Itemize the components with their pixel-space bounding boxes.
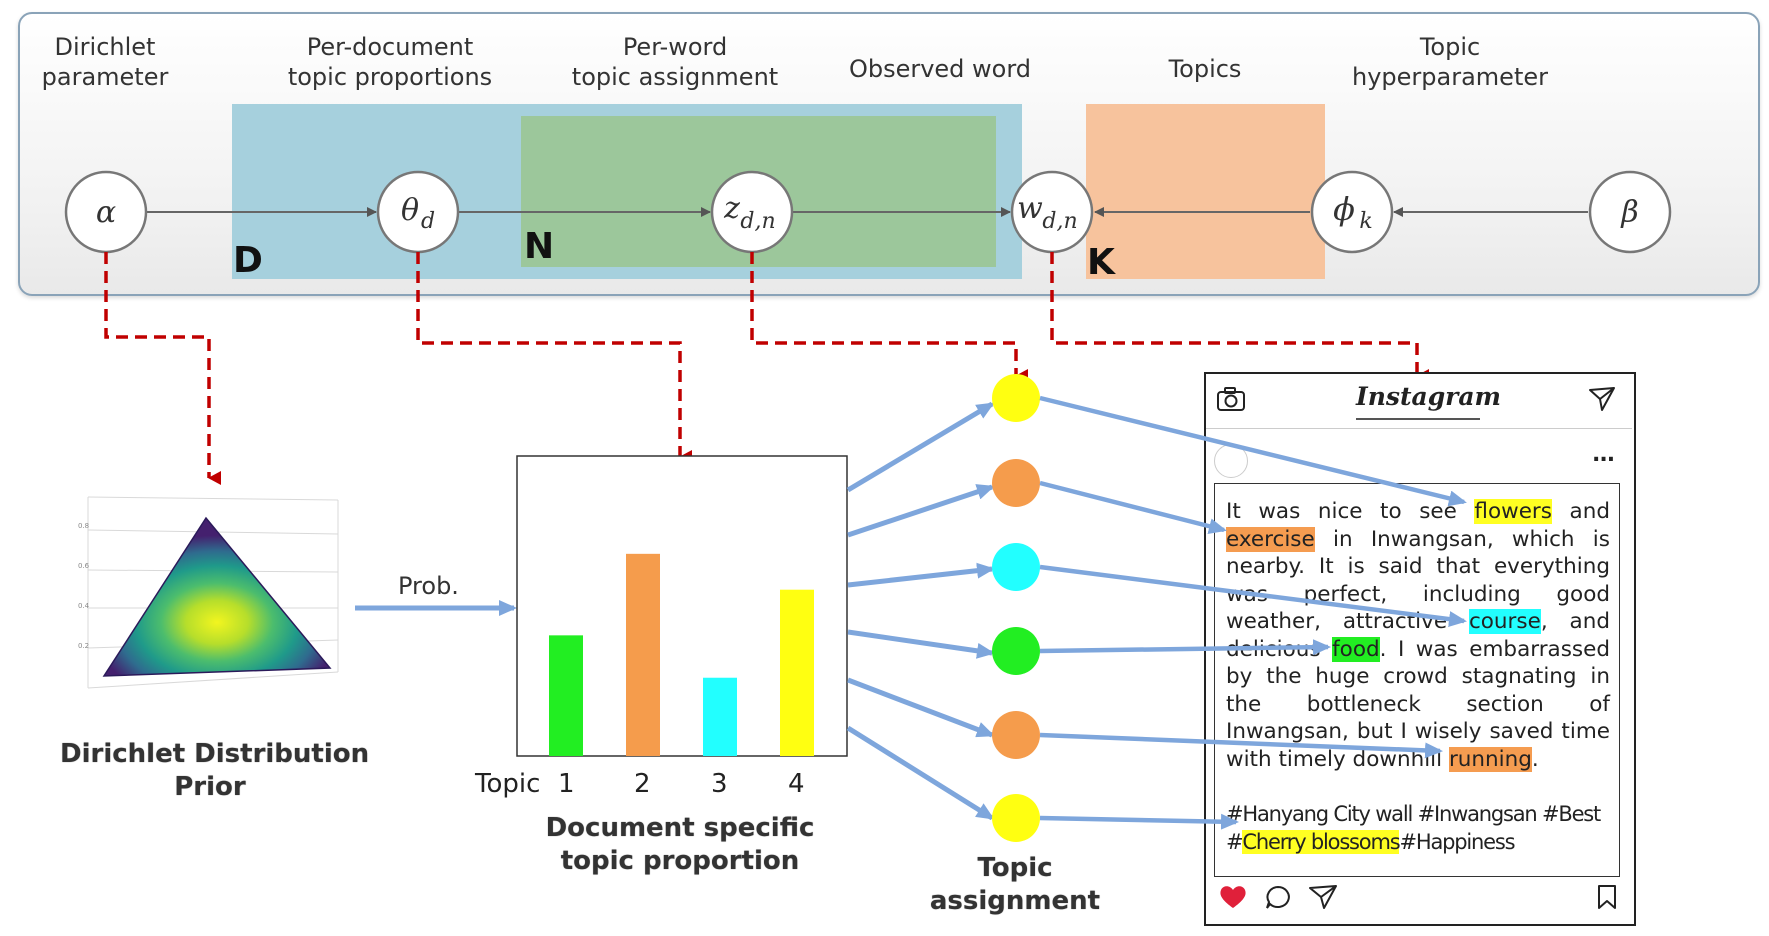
- bar-topic-3: [703, 677, 737, 756]
- header-topic-hyper-line2: hyperparameter: [1352, 63, 1548, 91]
- svg-text:α: α: [96, 195, 116, 230]
- chart-caption: Document specific topic proportion: [530, 812, 830, 878]
- prob-label: Prob.: [398, 572, 459, 600]
- post-text-part: and: [1551, 499, 1610, 524]
- dashed-link-theta-chart: [416, 252, 692, 464]
- topic-dot: [992, 459, 1040, 507]
- post-hashtags: #Hanyang City wall #Inwangsan #Best #Che…: [1226, 800, 1616, 856]
- svg-text:w: w: [1017, 191, 1043, 226]
- dirichlet-caption: Dirichlet Distribution Prior: [60, 738, 370, 804]
- chart-tick-2: 2: [634, 769, 651, 799]
- dirichlet-caption-line1: Dirichlet Distribution: [60, 739, 370, 769]
- header-topics: Topics: [1168, 55, 1242, 83]
- header-per-document: Per-document topic proportions: [260, 32, 520, 92]
- svg-text:z: z: [723, 191, 740, 226]
- dirichlet-plot: 0.8 0.6 0.4 0.2: [78, 496, 339, 689]
- highlight-food: food: [1332, 636, 1380, 662]
- header-dirichlet-line2: parameter: [41, 63, 169, 91]
- dashed-link-alpha-prior: [104, 252, 221, 485]
- bar-topic-1: [549, 635, 583, 756]
- svg-text:0.2: 0.2: [78, 642, 89, 650]
- highlight-running: running: [1448, 746, 1532, 772]
- highlight-exercise: exercise: [1226, 526, 1315, 552]
- topic-dot: [992, 711, 1040, 759]
- chart-tick-4: 4: [788, 769, 805, 799]
- post-text-part: in Inwangsan, which is nearby. It is sai…: [1226, 526, 1610, 635]
- comment-icon[interactable]: [1264, 884, 1292, 910]
- highlight-flowers: flowers: [1474, 499, 1552, 524]
- topic-assignment-dots: [992, 374, 1040, 842]
- highlight-course: course: [1468, 609, 1541, 634]
- post-text-part: It was nice to see: [1226, 499, 1475, 524]
- plate-k-label: K: [1087, 242, 1115, 283]
- chart-caption-line1: Document specific: [545, 813, 815, 843]
- send-icon[interactable]: [1588, 386, 1616, 412]
- instagram-title-underline: [1356, 418, 1480, 420]
- header-per-word-line1: Per-word: [622, 33, 728, 61]
- svg-text:β: β: [1620, 195, 1638, 230]
- node-beta: β: [1588, 170, 1672, 254]
- plate-k: [1086, 104, 1325, 279]
- topic-dot: [992, 543, 1040, 591]
- node-w: w d,n: [1010, 170, 1094, 254]
- heart-icon[interactable]: [1218, 884, 1248, 910]
- svg-text:0.4: 0.4: [78, 602, 90, 610]
- topic-assignment-caption-line1: Topic: [977, 853, 1053, 883]
- svg-text:d: d: [421, 209, 435, 234]
- post-text-part: .: [1531, 746, 1539, 772]
- dashed-link-w-post: [1050, 252, 1429, 383]
- chart-caption-line2: topic proportion: [560, 846, 800, 876]
- instagram-title: Instagram: [1356, 382, 1501, 411]
- svg-text:0.6: 0.6: [78, 562, 90, 570]
- topic-dot: [992, 627, 1040, 675]
- share-icon[interactable]: [1308, 884, 1338, 910]
- topic-assignment-caption: Topic assignment: [915, 852, 1115, 918]
- svg-text:θ: θ: [401, 193, 419, 228]
- topic-dot: [992, 794, 1040, 842]
- camera-icon[interactable]: [1216, 386, 1246, 412]
- header-topic-hyper-line1: Topic: [1419, 33, 1481, 61]
- plate-n-label: N: [524, 226, 555, 267]
- svg-text:k: k: [1359, 209, 1372, 234]
- post-text-part: . I was embarrassed by the huge crowd st…: [1226, 636, 1610, 772]
- chart-tick-1: 1: [558, 769, 575, 799]
- topic-assignment-caption-line2: assignment: [929, 886, 1101, 916]
- post-text: It was nice to see flowers and exercise …: [1226, 498, 1610, 773]
- header-per-word: Per-word topic assignment: [560, 32, 790, 92]
- topic-proportion-chart: [516, 455, 848, 757]
- svg-text:ϕ: ϕ: [1333, 190, 1355, 228]
- svg-text:d,n: d,n: [1042, 209, 1077, 234]
- bookmark-icon[interactable]: [1596, 884, 1618, 910]
- dirichlet-caption-line2: Prior: [174, 772, 246, 802]
- header-per-document-line2: topic proportions: [287, 63, 493, 91]
- svg-text:d,n: d,n: [740, 209, 775, 234]
- chart-to-dot-arrows: [846, 401, 995, 821]
- chart-xlabel: Topic: [475, 769, 541, 799]
- node-phi: ϕ k: [1310, 170, 1394, 254]
- header-dirichlet-parameter: Dirichlet parameter: [30, 32, 180, 92]
- svg-text:0.8: 0.8: [78, 522, 89, 530]
- highlight-cherry-blossoms: Cherry blossoms: [1242, 830, 1401, 854]
- bar-topic-4: [780, 589, 814, 756]
- more-icon[interactable]: ...: [1592, 442, 1615, 467]
- dashed-link-z-dots: [750, 252, 1028, 383]
- plate-d-label: D: [233, 240, 263, 281]
- chart-tick-3: 3: [711, 769, 728, 799]
- header-divider: [1206, 428, 1632, 429]
- header-topic-hyperparameter: Topic hyperparameter: [1350, 32, 1550, 92]
- header-per-document-line1: Per-document: [306, 33, 474, 61]
- header-per-word-line2: topic assignment: [571, 63, 779, 91]
- hashtags-part: #Hanyang City wall #Inwangsan #Best #: [1226, 802, 1601, 854]
- hashtags-part: #Happiness: [1399, 830, 1515, 854]
- header-observed-word: Observed word: [848, 55, 1032, 83]
- header-dirichlet-line1: Dirichlet: [54, 33, 156, 61]
- bar-topic-2: [626, 553, 660, 756]
- topic-dot: [992, 374, 1040, 422]
